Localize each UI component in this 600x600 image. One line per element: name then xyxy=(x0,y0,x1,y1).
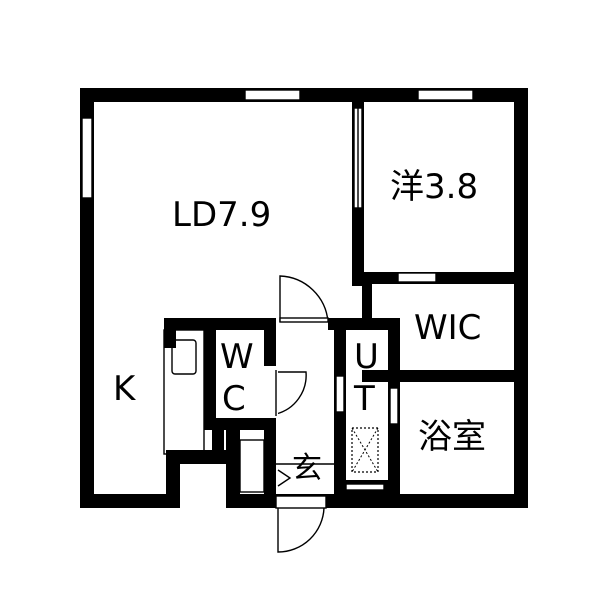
wall-bottom-right xyxy=(226,494,528,508)
wall-wc-bottom xyxy=(204,418,276,430)
wall-entry-left xyxy=(226,430,240,508)
label-bath: 浴室 xyxy=(418,417,486,457)
label-wic: WIC xyxy=(414,308,481,348)
wall-notch-horizontal xyxy=(166,450,226,464)
wall-wc-right xyxy=(264,318,276,366)
ut-bottom-strip xyxy=(345,483,385,491)
label-wc-bottom: C xyxy=(222,379,246,419)
entrance-step-arrow xyxy=(277,469,292,487)
wall-utility-top xyxy=(164,318,274,330)
wall-wic-left xyxy=(362,282,372,330)
label-entrance: 玄 xyxy=(292,451,322,486)
doors xyxy=(270,275,334,553)
washing-machine-pan xyxy=(351,427,379,473)
door-wic-top xyxy=(397,272,437,283)
windows xyxy=(81,89,474,199)
wall-right xyxy=(514,88,528,508)
door-entrance xyxy=(277,507,325,553)
label-wc-top: W xyxy=(220,337,254,377)
shoe-storage xyxy=(239,439,265,493)
label-ld: LD7.9 xyxy=(172,195,271,235)
door-wc xyxy=(275,371,307,415)
wall-top xyxy=(80,88,528,102)
label-bedroom: 洋3.8 xyxy=(390,167,478,207)
wall-wic-bottom xyxy=(362,370,514,382)
door-bath xyxy=(389,387,399,425)
wall-bottom-left xyxy=(80,494,180,508)
label-ut-top: U xyxy=(354,337,379,377)
kitchen-counter xyxy=(163,329,205,455)
label-kitchen: K xyxy=(113,369,137,409)
door-ld xyxy=(279,275,329,323)
room-labels: LD7.9 洋3.8 WIC K W C U T 浴室 玄 xyxy=(113,167,486,486)
wall-wc-left xyxy=(204,318,216,428)
wall-entrance-left xyxy=(264,430,276,494)
wall-kitchen-right xyxy=(164,318,176,348)
window-left-ld xyxy=(81,117,93,199)
interior-walls xyxy=(164,102,514,508)
wall-wc-stub xyxy=(212,430,224,452)
label-ut-bottom: T xyxy=(353,379,375,419)
wall-notch-vertical xyxy=(166,450,180,508)
kitchen-sink xyxy=(171,339,197,375)
window-top-bedroom xyxy=(417,89,474,101)
door-ut xyxy=(335,375,345,413)
window-top-ld xyxy=(244,89,301,101)
